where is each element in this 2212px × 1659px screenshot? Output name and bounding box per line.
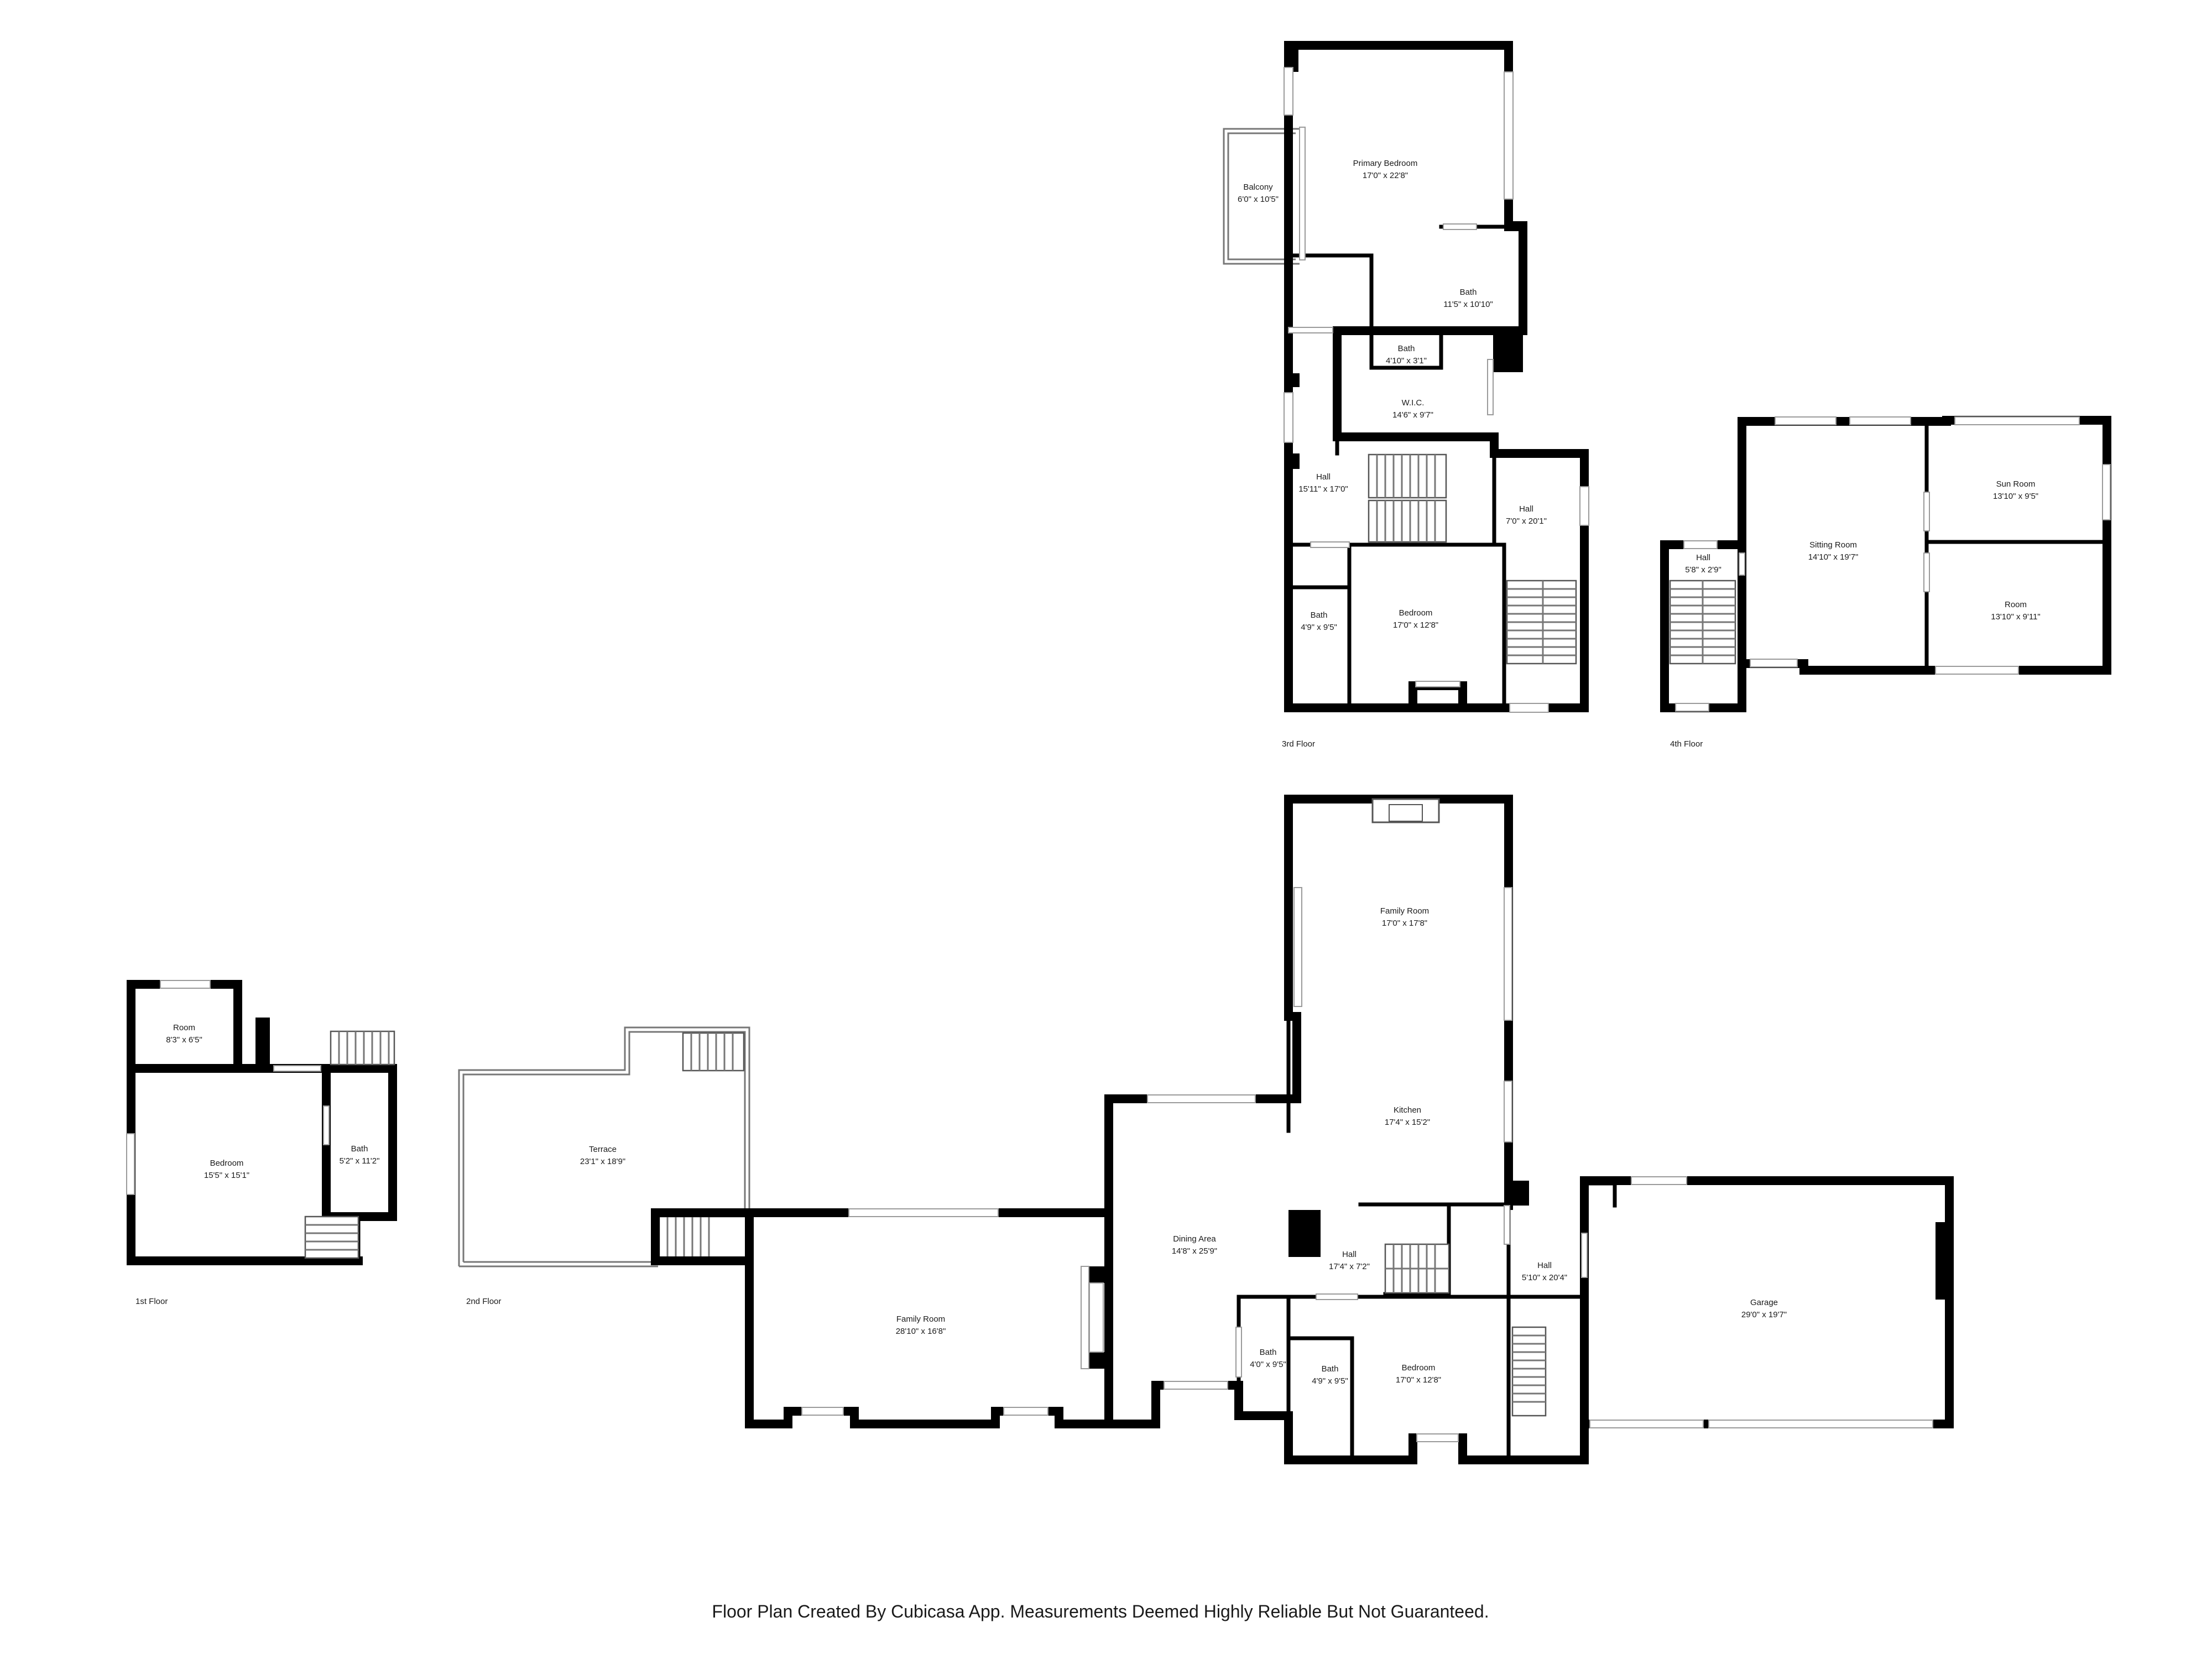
room-dims-hall-2f: 17'4" x 7'2" <box>1329 1262 1370 1271</box>
room-name-hall-4f: Hall <box>1696 553 1710 562</box>
first-floor-stairs <box>304 1030 395 1259</box>
room-name-hall-3f: Hall <box>1316 472 1331 482</box>
fourth-floor-plan <box>1660 416 2111 712</box>
room-dims-room-4f: 13'10" x 9'11" <box>1991 612 2041 622</box>
room-name-family-room: Family Room <box>896 1314 945 1324</box>
room-name-bath: Bath <box>1460 288 1477 297</box>
room-dims-bath-3f: 4'9" x 9'5" <box>1301 623 1337 632</box>
room-dims-hall-3f-right: 7'0" x 20'1" <box>1506 517 1547 526</box>
footer-disclaimer: Floor Plan Created By Cubicasa App. Meas… <box>712 1601 1489 1621</box>
room-name-sun-room: Sun Room <box>1996 479 2036 489</box>
room-name-garage: Garage <box>1750 1298 1778 1307</box>
room-name-primary-bedroom: Primary Bedroom <box>1353 159 1418 168</box>
room-dims-wic: 14'6" x 9'7" <box>1392 410 1433 420</box>
room-dims-bath-1f: 5'2" x 11'2" <box>340 1156 380 1166</box>
room-dims-bedroom-1f: 15'5" x 15'1" <box>204 1171 249 1180</box>
room-dims-bath-small: 4'10" x 3'1" <box>1386 356 1427 366</box>
room-name-bath-2f-a: Bath <box>1260 1348 1277 1357</box>
floor-label-second: 2nd Floor <box>466 1297 501 1306</box>
fireplace <box>1371 798 1440 823</box>
fourth-floor-stairs <box>1669 580 1736 665</box>
second-floor-stairs <box>1384 1243 1547 1417</box>
room-name-hall-2f: Hall <box>1342 1250 1357 1259</box>
room-dims-kitchen: 17'4" x 15'2" <box>1385 1118 1430 1127</box>
floor-label-first: 1st Floor <box>135 1297 168 1306</box>
terrace-outline <box>458 1026 750 1266</box>
room-name-hall-3f-right: Hall <box>1519 504 1533 514</box>
first-floor-plan <box>126 980 397 1265</box>
room-name-balcony: Balcony <box>1243 182 1273 192</box>
room-name-hall-2f-right: Hall <box>1537 1261 1552 1270</box>
room-name-bath-small: Bath <box>1398 344 1415 353</box>
room-dims-dining-area: 14'8" x 25'9" <box>1172 1246 1217 1256</box>
room-name-dining-area: Dining Area <box>1173 1234 1216 1244</box>
room-dims-room-1f: 8'3" x 6'5" <box>166 1035 202 1045</box>
room-dims-sun-room: 13'10" x 9'5" <box>1993 492 2038 501</box>
room-name-bedroom-2f: Bedroom <box>1402 1363 1436 1373</box>
second-floor-plan <box>458 795 1954 1464</box>
room-labels: Primary Bedroom 17'0" x 22'8" Balcony 6'… <box>166 159 2041 1386</box>
third-floor-plan <box>1223 41 1589 713</box>
room-name-terrace: Terrace <box>589 1145 617 1154</box>
room-dims-hall-4f: 5'8" x 2'9" <box>1685 565 1721 575</box>
terrace-stairs <box>658 1032 749 1262</box>
room-dims-bedroom-3f: 17'0" x 12'8" <box>1393 620 1438 630</box>
room-name-wic: W.I.C. <box>1402 398 1425 408</box>
room-name-bath-1f: Bath <box>351 1144 368 1154</box>
room-dims-bath-2f-a: 4'0" x 9'5" <box>1250 1360 1286 1369</box>
room-dims-hall-3f: 15'11" x 17'0" <box>1298 484 1348 494</box>
room-name-bedroom-1f: Bedroom <box>210 1159 244 1168</box>
room-dims-bath: 11'5" x 10'10" <box>1443 300 1493 309</box>
floor-label-fourth: 4th Floor <box>1670 739 1703 749</box>
room-dims-hall-2f-right: 5'10" x 20'4" <box>1522 1273 1567 1282</box>
floor-labels: 3rd Floor 4th Floor 1st Floor 2nd Floor <box>135 739 1703 1306</box>
balcony-railing <box>1223 128 1300 265</box>
room-name-family-room-top: Family Room <box>1380 906 1429 916</box>
room-dims-sitting-room: 14'10" x 19'7" <box>1808 552 1859 562</box>
room-name-bedroom-3f: Bedroom <box>1399 608 1433 618</box>
room-dims-bedroom-2f: 17'0" x 12'8" <box>1396 1375 1441 1385</box>
room-name-sitting-room: Sitting Room <box>1809 540 1857 550</box>
room-name-bath-3f: Bath <box>1311 611 1328 620</box>
room-dims-balcony: 6'0" x 10'5" <box>1238 195 1279 204</box>
third-floor-stairs <box>1368 453 1577 665</box>
room-dims-terrace: 23'1" x 18'9" <box>580 1157 625 1166</box>
room-name-bath-2f-b: Bath <box>1322 1364 1339 1374</box>
room-name-kitchen: Kitchen <box>1394 1105 1421 1115</box>
room-dims-family-room: 28'10" x 16'8" <box>896 1327 946 1336</box>
room-name-room-4f: Room <box>2005 600 2027 609</box>
room-name-room-1f: Room <box>173 1023 195 1032</box>
room-dims-bath-2f-b: 4'9" x 9'5" <box>1312 1376 1348 1386</box>
floor-label-third: 3rd Floor <box>1282 739 1315 749</box>
room-dims-garage: 29'0" x 19'7" <box>1741 1310 1787 1319</box>
room-dims-family-room-top: 17'0" x 17'8" <box>1382 919 1427 928</box>
room-dims-primary-bedroom: 17'0" x 22'8" <box>1363 171 1408 180</box>
